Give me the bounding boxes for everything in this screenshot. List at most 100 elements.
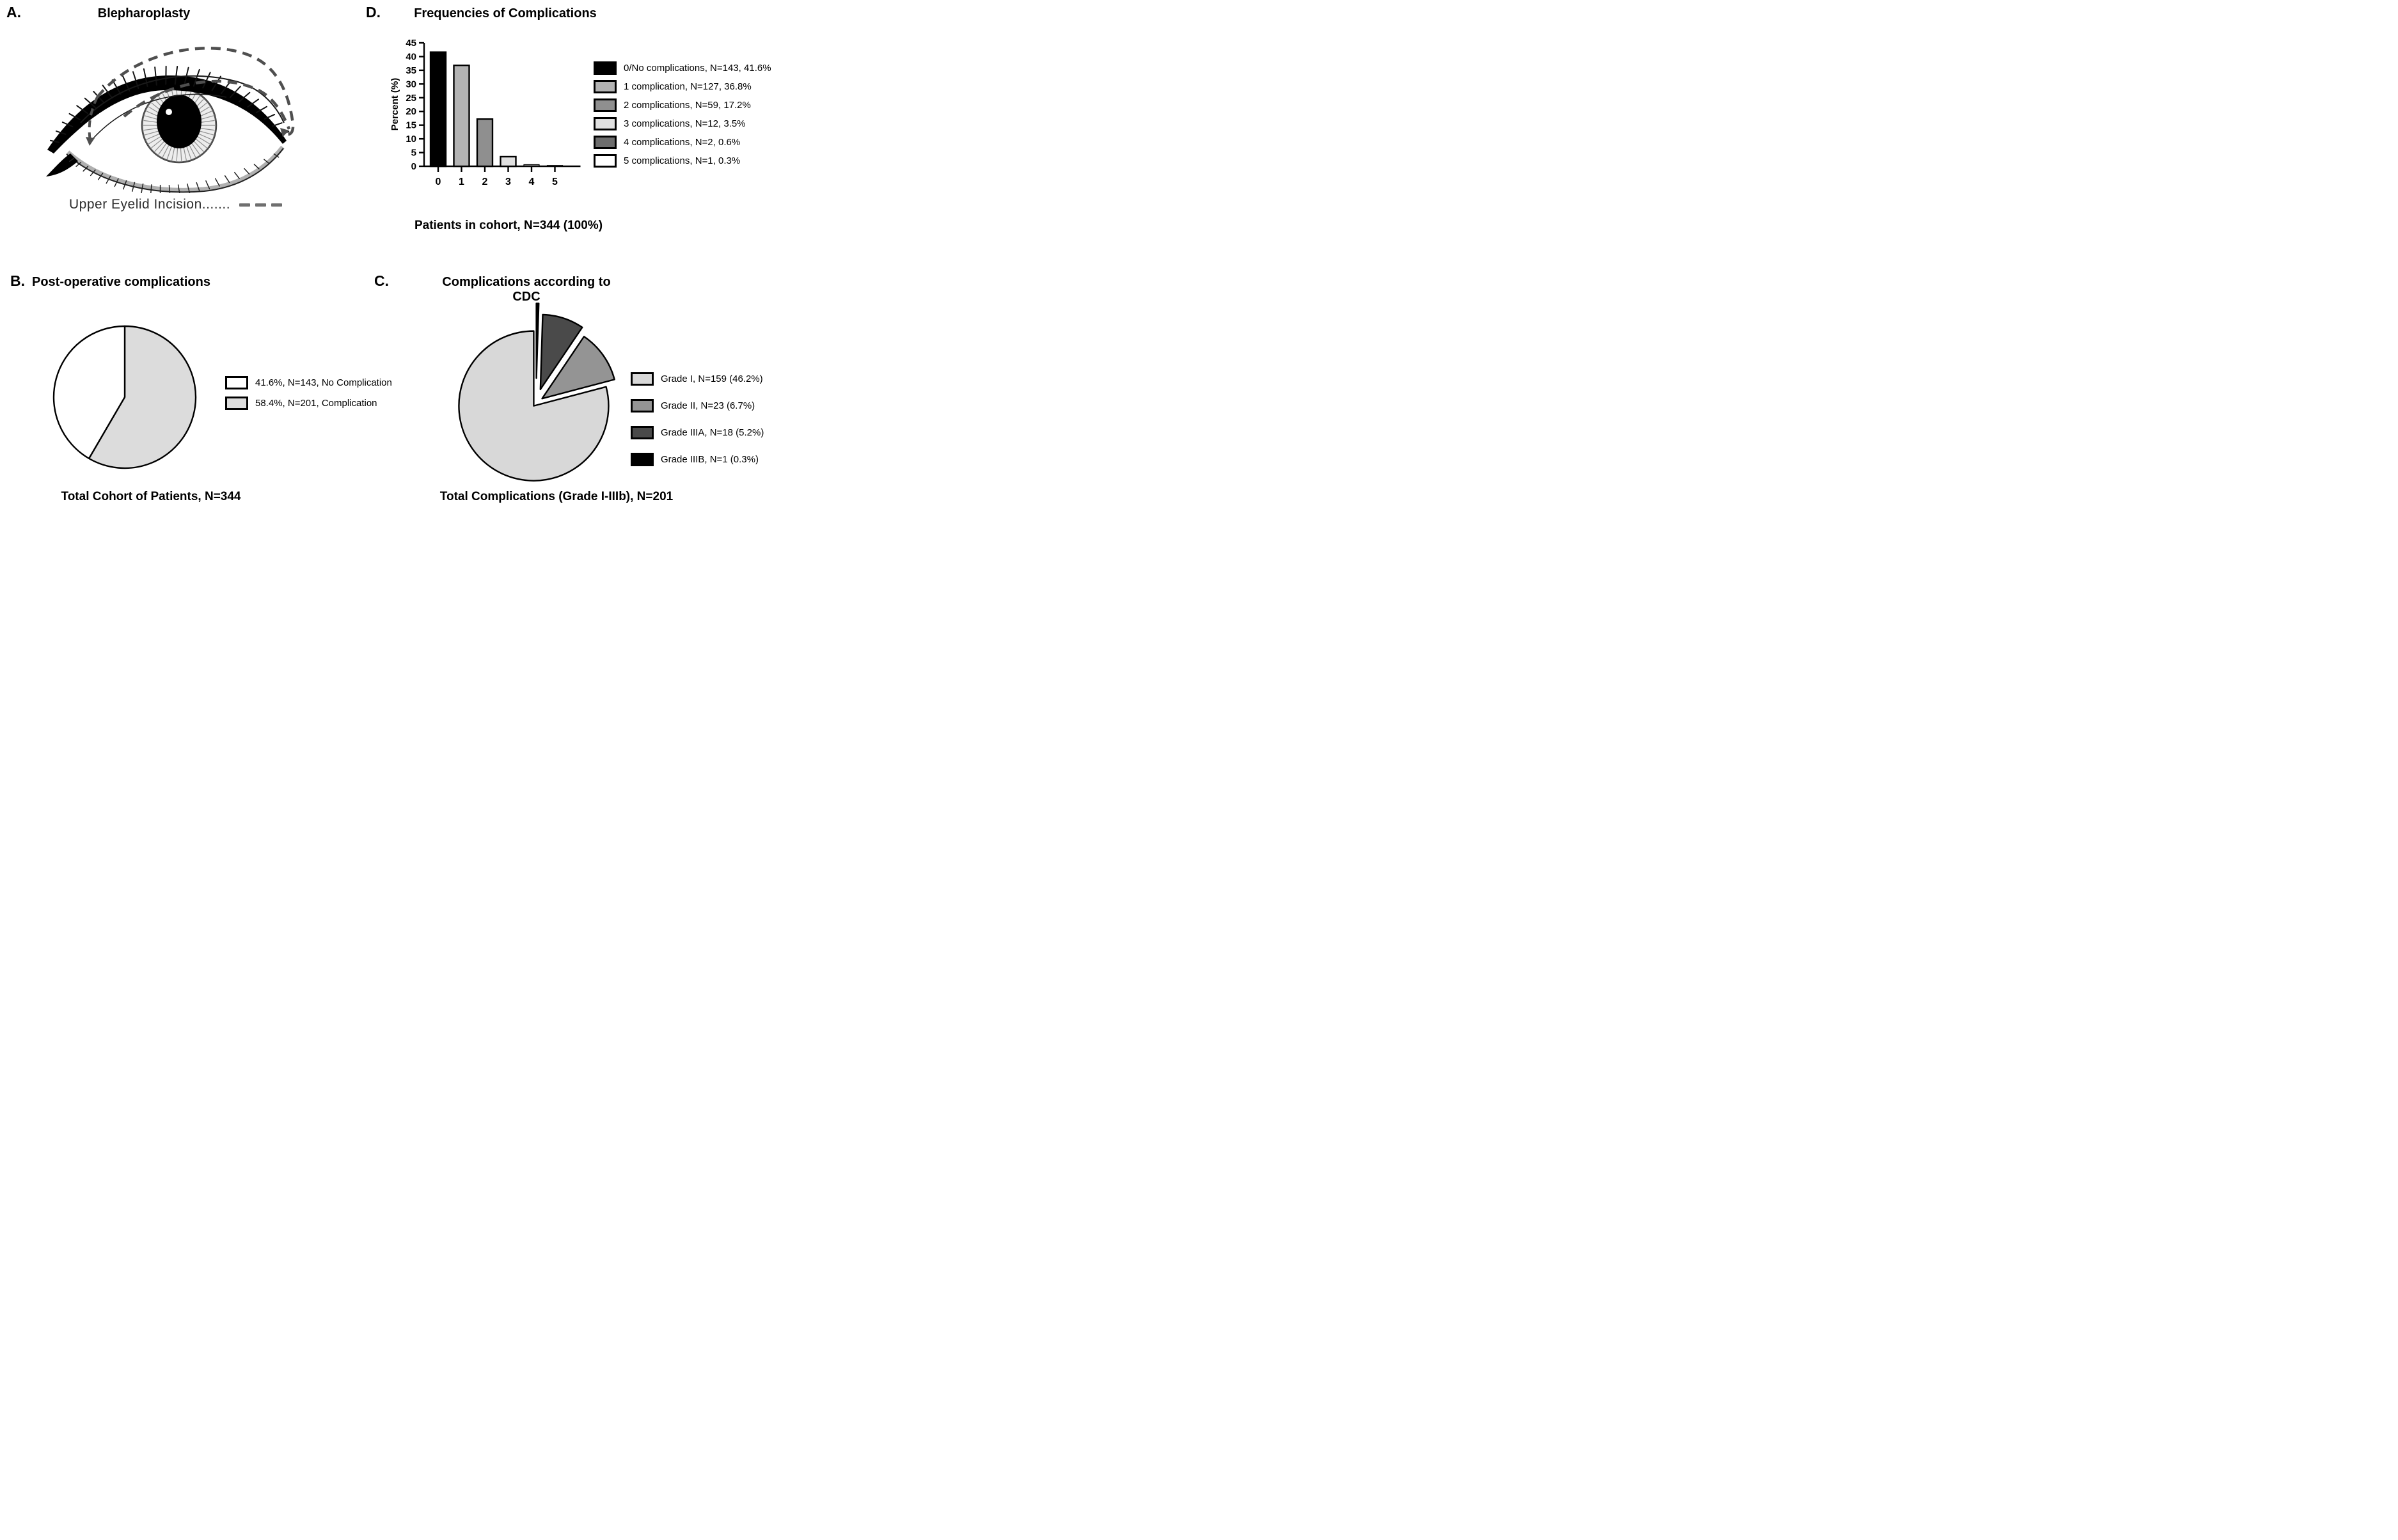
lash bbox=[211, 75, 221, 91]
y-axis-title: Percent (%) bbox=[390, 78, 400, 131]
lash bbox=[273, 153, 280, 158]
legend-label: Grade IIIA, N=18 (5.2%) bbox=[661, 427, 764, 438]
x-tick-label: 0 bbox=[436, 177, 441, 187]
y-tick-label: 10 bbox=[406, 134, 416, 145]
lash bbox=[61, 122, 74, 127]
lid-fold-line bbox=[93, 93, 227, 139]
lash bbox=[272, 122, 283, 127]
pie-slice bbox=[541, 336, 615, 400]
lash bbox=[143, 68, 148, 87]
legend-label: 0/No complications, N=143, 41.6% bbox=[624, 63, 771, 74]
legend-item: 2 complications, N=59, 17.2% bbox=[594, 98, 771, 112]
legend-label: 41.6%, N=143, No Complication bbox=[255, 377, 392, 388]
legend-label: 1 complication, N=127, 36.8% bbox=[624, 81, 752, 92]
lash bbox=[123, 180, 127, 190]
lash bbox=[83, 166, 89, 172]
legend-label: 58.4%, N=201, Complication bbox=[255, 398, 377, 409]
incision-arrowhead-right bbox=[280, 128, 289, 137]
bar-3-complications bbox=[500, 155, 517, 168]
lash bbox=[196, 182, 200, 192]
lash bbox=[264, 159, 270, 164]
lash bbox=[177, 184, 180, 193]
lower-lashes bbox=[68, 153, 280, 193]
y-tick-label: 40 bbox=[406, 51, 416, 62]
lid-crease-line bbox=[80, 75, 285, 123]
incision-arrowhead-left bbox=[86, 137, 95, 146]
lash bbox=[224, 175, 230, 184]
legend-item: Grade II, N=23 (6.7%) bbox=[631, 399, 764, 412]
lash bbox=[244, 168, 250, 175]
legend-item: Grade I, N=159 (46.2%) bbox=[631, 372, 764, 386]
x-tick-label: 1 bbox=[459, 177, 464, 187]
lash bbox=[122, 75, 130, 92]
legend-label: Grade IIIB, N=1 (0.3%) bbox=[661, 454, 759, 465]
bar-chart-legend: 0/No complications, N=143, 41.6% 1 compli… bbox=[594, 61, 771, 173]
panel-d-caption: Patients in cohort, N=344 (100%) bbox=[414, 219, 603, 232]
bar-2-complications bbox=[476, 118, 494, 168]
lash bbox=[76, 105, 88, 114]
panel-a-label: A. bbox=[6, 4, 21, 20]
lash bbox=[102, 84, 113, 99]
pupil-highlight bbox=[166, 109, 172, 115]
panel-d-title: Frequencies of Complications bbox=[414, 6, 597, 20]
lash bbox=[141, 183, 144, 193]
legend-item: 1 complication, N=127, 36.8% bbox=[594, 80, 771, 93]
panel-a-title: Blepharoplasty bbox=[97, 6, 191, 20]
legend-item: 41.6%, N=143, No Complication bbox=[225, 376, 392, 389]
legend-item: 58.4%, N=201, Complication bbox=[225, 397, 392, 410]
legend-swatch bbox=[631, 399, 654, 412]
legend-item: Grade IIIA, N=18 (5.2%) bbox=[631, 426, 764, 439]
y-tick-label: 5 bbox=[411, 148, 416, 159]
y-tick-label: 0 bbox=[411, 161, 416, 172]
legend-label: 2 complications, N=59, 17.2% bbox=[624, 100, 751, 111]
legend-swatch bbox=[594, 61, 617, 75]
eyeliner-wing bbox=[46, 153, 78, 177]
lash bbox=[193, 68, 200, 87]
legend-item: 0/No complications, N=143, 41.6% bbox=[594, 61, 771, 75]
dashed-line-sample bbox=[239, 203, 251, 207]
lash bbox=[49, 139, 60, 143]
lash bbox=[97, 173, 104, 180]
pie-slice bbox=[458, 330, 610, 482]
lash bbox=[168, 184, 171, 193]
dashed-line-sample bbox=[271, 203, 283, 207]
panel-c-title: Complications according to CDC bbox=[442, 275, 611, 304]
pie-b-legend: 41.6%, N=143, No Complication 58.4%, N=20… bbox=[225, 376, 392, 417]
lash bbox=[247, 98, 259, 108]
incision-left-dashed-connector bbox=[88, 97, 99, 141]
legend-label: 4 complications, N=2, 0.6% bbox=[624, 137, 741, 148]
y-tick-label: 35 bbox=[406, 65, 416, 76]
bar-0-complications bbox=[429, 51, 447, 168]
lash bbox=[264, 114, 276, 120]
lash bbox=[253, 164, 260, 169]
x-tick-label: 2 bbox=[482, 177, 488, 187]
lash bbox=[214, 178, 220, 187]
legend-item: 5 complications, N=1, 0.3% bbox=[594, 154, 771, 168]
legend-swatch bbox=[594, 80, 617, 93]
legend-label: 3 complications, N=12, 3.5% bbox=[624, 118, 746, 129]
panel-c-label: C. bbox=[374, 272, 389, 289]
panel-b-title: Post-operative complications bbox=[32, 275, 210, 289]
lash bbox=[174, 65, 178, 85]
pie-c-legend: Grade I, N=159 (46.2%) Grade II, N=23 (6.… bbox=[631, 372, 764, 480]
lash bbox=[150, 184, 152, 193]
bar-1-complications bbox=[453, 64, 470, 168]
lash bbox=[205, 180, 210, 190]
legend-swatch bbox=[594, 136, 617, 149]
lash bbox=[202, 72, 211, 89]
legend-item: 4 complications, N=2, 0.6% bbox=[594, 136, 771, 149]
lash bbox=[90, 169, 96, 177]
legend-swatch bbox=[631, 372, 654, 386]
figure-page: A. Blepharoplasty bbox=[0, 0, 800, 514]
lash bbox=[234, 171, 240, 179]
legend-swatch bbox=[225, 376, 248, 389]
upper-lash-line bbox=[47, 75, 287, 153]
y-tick-label: 20 bbox=[406, 106, 416, 117]
legend-swatch bbox=[631, 453, 654, 466]
legend-swatch bbox=[225, 397, 248, 410]
legend-item: Grade IIIB, N=1 (0.3%) bbox=[631, 453, 764, 466]
lash bbox=[114, 178, 119, 187]
panel-d-label: D. bbox=[366, 4, 381, 20]
lash bbox=[68, 157, 75, 162]
